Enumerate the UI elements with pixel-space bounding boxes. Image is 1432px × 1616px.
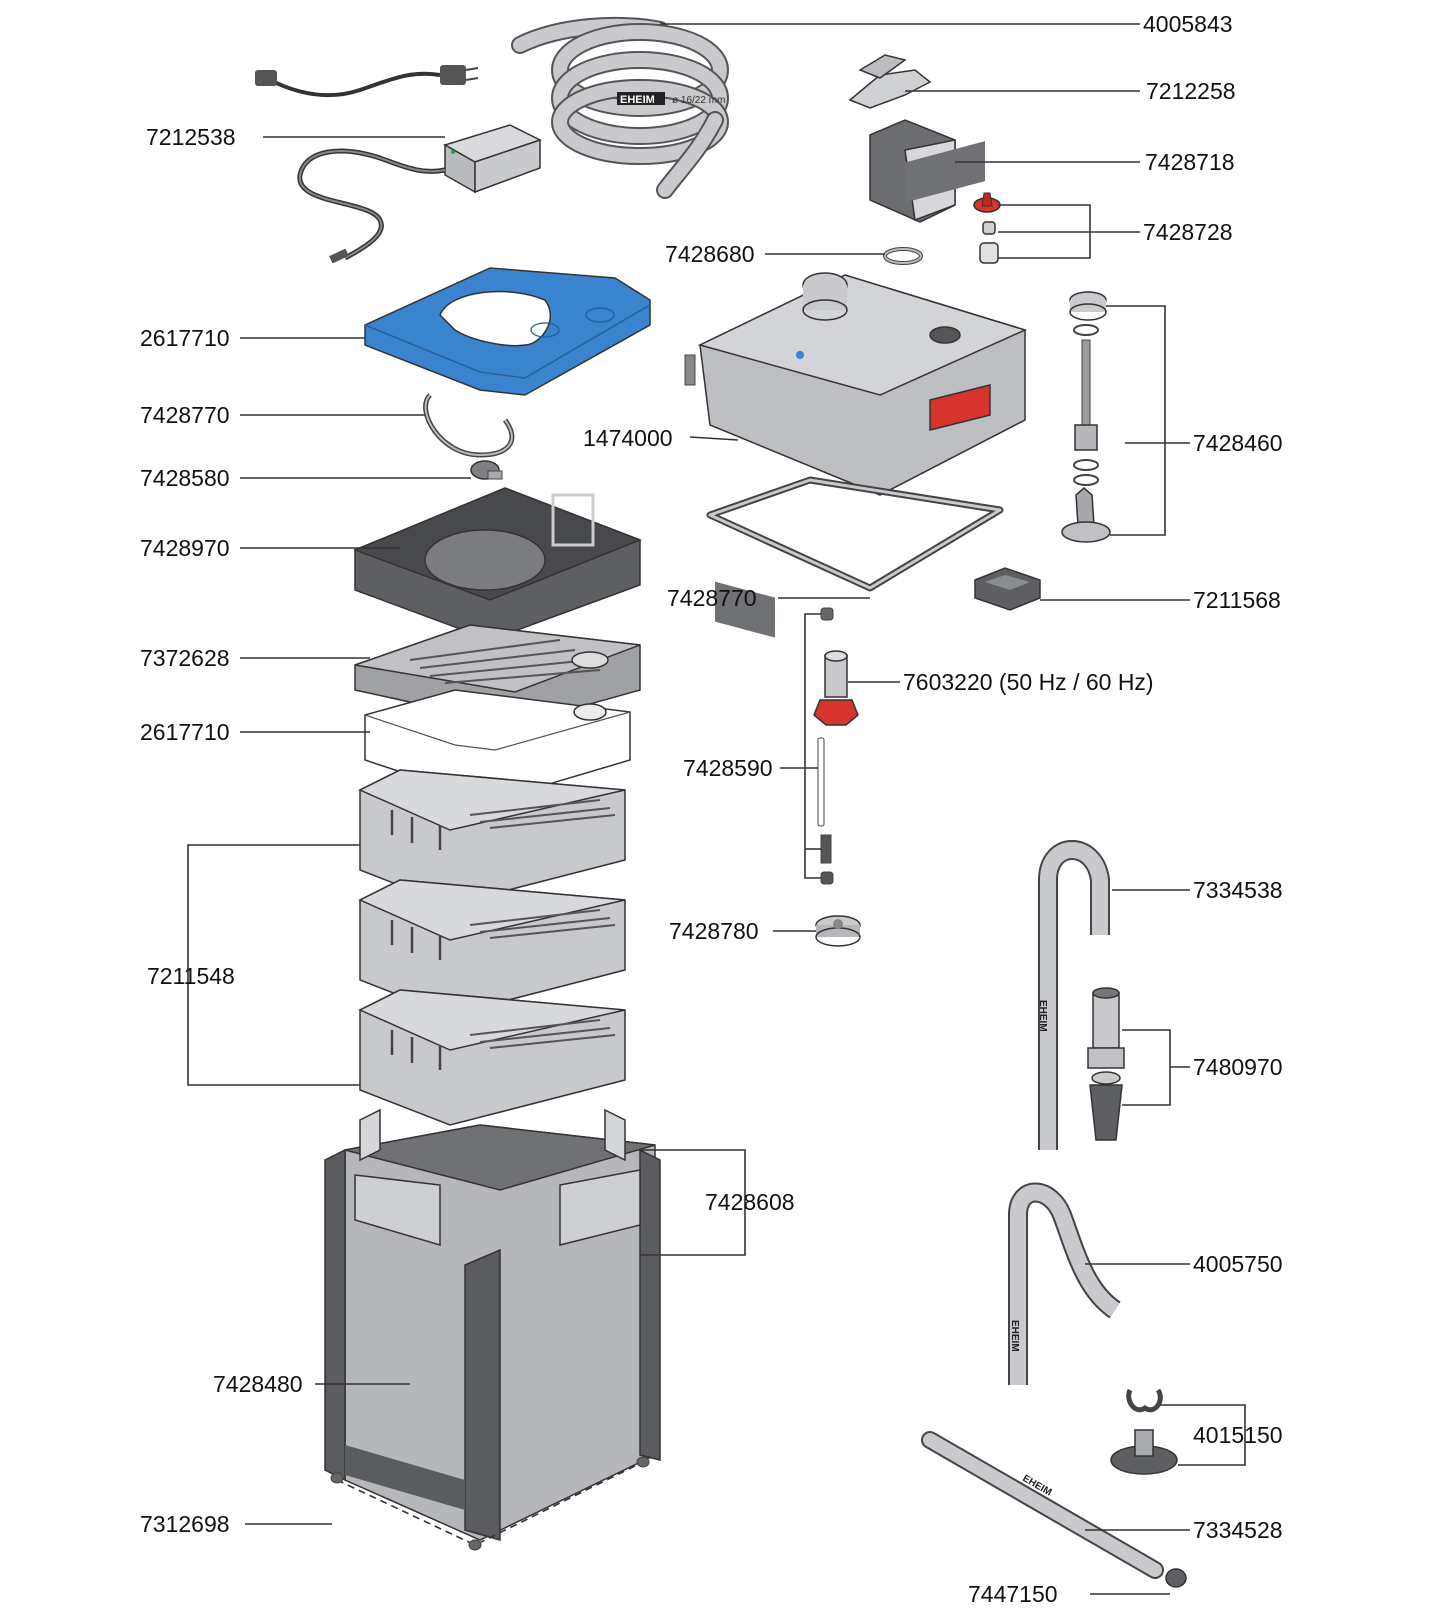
label-7480970[interactable]: 7480970	[1193, 1054, 1283, 1080]
label-7428770-pump[interactable]: 7428770	[667, 585, 757, 611]
pump-head[interactable]	[684, 141, 1028, 638]
canister-clips[interactable]	[354, 1108, 641, 1247]
intake-pipe-brand: EHEIM	[1037, 1000, 1048, 1032]
hose-coil[interactable]: EHEIM ø 16/22 mm	[511, 16, 729, 199]
label-4005750[interactable]: 4005750	[1193, 1251, 1283, 1277]
label-7428680[interactable]: 7428680	[665, 241, 755, 267]
label-7428608[interactable]: 7428608	[705, 1189, 795, 1215]
label-7312698[interactable]: 7312698	[140, 1511, 230, 1537]
label-7212538[interactable]: 7212538	[146, 124, 236, 150]
filter-basket-3[interactable]	[358, 989, 626, 1126]
label-7211568[interactable]: 7211568	[1193, 587, 1281, 613]
label-7372628[interactable]: 7372628	[140, 645, 230, 671]
label-7428580[interactable]: 7428580	[140, 465, 230, 491]
canister-feet[interactable]	[330, 1456, 650, 1551]
intake-pipe[interactable]: EHEIM	[1037, 840, 1110, 1150]
label-7428460[interactable]: 7428460	[1193, 430, 1283, 456]
pre-filter-tray[interactable]	[352, 487, 643, 641]
label-7428480[interactable]: 7428480	[213, 1371, 303, 1397]
label-1474000[interactable]: 1474000	[583, 425, 673, 451]
intake-strainer[interactable]	[1087, 987, 1125, 1141]
label-7428590[interactable]: 7428590	[683, 755, 773, 781]
label-7428780[interactable]: 7428780	[669, 918, 759, 944]
leader-lines	[187, 23, 1246, 1595]
label-2617710-blue[interactable]: 2617710	[140, 325, 230, 351]
label-2617710-white[interactable]: 2617710	[140, 719, 230, 745]
small-sealing-ring[interactable]	[883, 247, 923, 265]
hose-clip[interactable]	[848, 54, 932, 109]
label-7212258[interactable]: 7212258	[1146, 78, 1236, 104]
outlet-pipe[interactable]: EHEIM	[1008, 1182, 1122, 1386]
hose-size-text: ø 16/22 mm	[672, 95, 725, 106]
label-7334538[interactable]: 7334538	[1193, 877, 1283, 903]
suction-cup[interactable]	[1110, 1388, 1178, 1475]
hose-brand-text: EHEIM	[620, 94, 655, 106]
pump-sealing-ring[interactable]	[706, 476, 1004, 592]
label-7211548[interactable]: 7211548	[147, 963, 235, 989]
filter-basket-1[interactable]	[358, 769, 626, 906]
label-7428718[interactable]: 7428718	[1145, 149, 1235, 175]
label-7428770-top[interactable]: 7428770	[140, 402, 230, 428]
top-sealing-ring[interactable]	[423, 393, 515, 458]
impeller[interactable]	[813, 650, 859, 726]
label-4005843[interactable]: 4005843	[1143, 11, 1233, 37]
label-7603220[interactable]: 7603220 (50 Hz / 60 Hz)	[903, 669, 1154, 695]
priming-rod-assembly[interactable]	[1061, 291, 1111, 543]
bracket[interactable]	[974, 567, 1041, 611]
valve-parts[interactable]	[973, 192, 1001, 264]
label-7428728[interactable]: 7428728	[1143, 219, 1233, 245]
filter-basket-2[interactable]	[358, 879, 626, 1016]
power-cord[interactable]	[255, 65, 479, 98]
impeller-shaft-set[interactable]	[817, 607, 834, 885]
small-clip[interactable]	[470, 460, 503, 480]
part-labels: 4005843 7212258 7428718 7428728 7212538 …	[140, 11, 1283, 1607]
end-cap[interactable]	[1165, 1568, 1187, 1588]
outlet-pipe-brand: EHEIM	[1009, 1320, 1020, 1352]
label-7447150[interactable]: 7447150	[968, 1581, 1058, 1607]
impeller-cover[interactable]	[815, 915, 861, 947]
label-4015150[interactable]: 4015150	[1193, 1422, 1283, 1448]
power-supply[interactable]	[297, 124, 542, 264]
label-7428970[interactable]: 7428970	[140, 535, 230, 561]
label-7334528[interactable]: 7334528	[1193, 1517, 1283, 1543]
blue-filter-pad[interactable]	[364, 267, 651, 396]
